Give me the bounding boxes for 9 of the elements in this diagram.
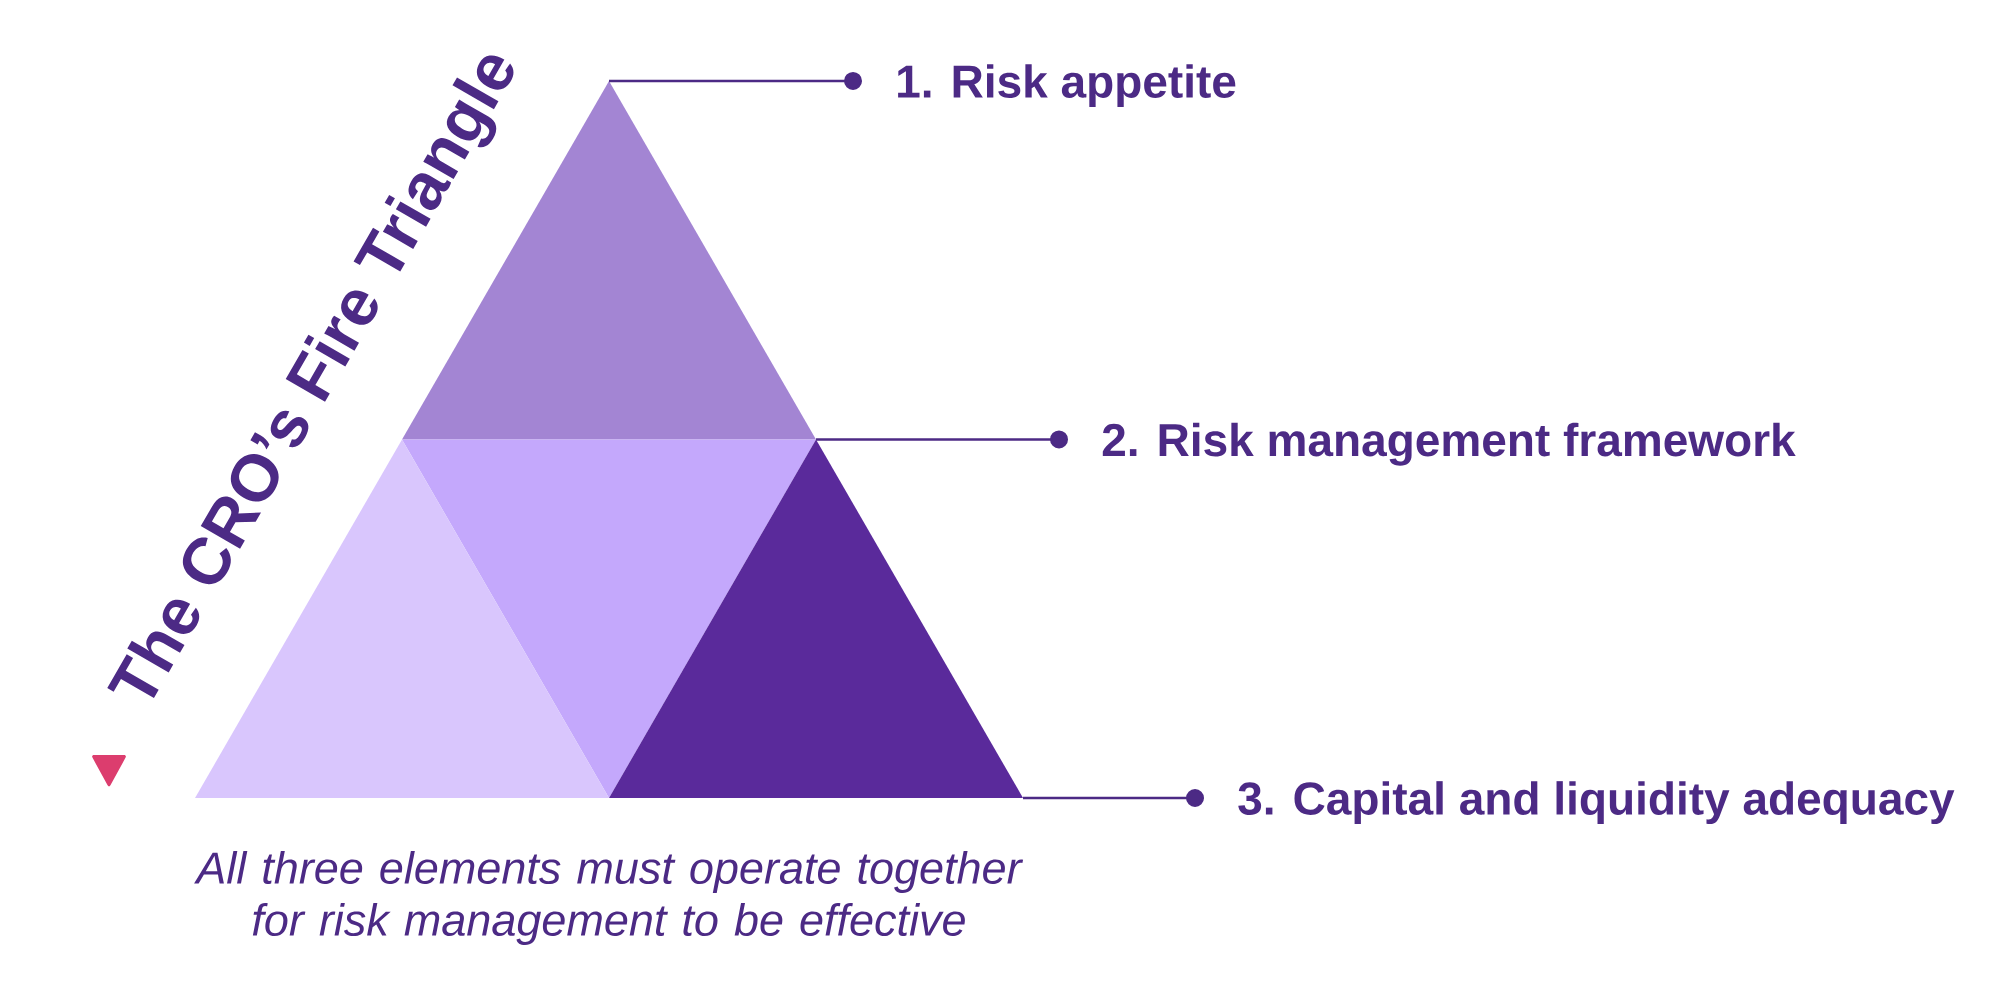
caption: All three elements must operate together for risk management to be effective bbox=[194, 851, 1024, 945]
leader-line bbox=[816, 430, 1068, 449]
triangle bbox=[609, 439, 1023, 798]
item-label: 3. Capital and liquidity adequacy bbox=[1238, 781, 1955, 825]
triangle bbox=[402, 439, 816, 798]
item-label: 2. Risk management framework bbox=[1102, 422, 1796, 466]
item-label: 1. Risk appetite bbox=[898, 64, 1236, 108]
leader-line bbox=[1023, 789, 1204, 807]
leader-line bbox=[609, 71, 862, 90]
